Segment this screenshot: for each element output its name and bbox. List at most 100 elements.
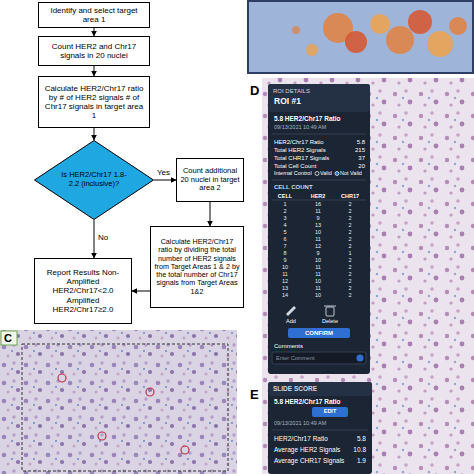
submit-icon xyxy=(357,355,364,362)
tissue-image xyxy=(0,330,237,474)
table-cell: 10 xyxy=(315,279,321,285)
field-name: Internal Control xyxy=(274,171,312,177)
panel-letter: D xyxy=(250,84,259,97)
table-header: HER2 xyxy=(311,194,326,200)
table-cell: 7 xyxy=(283,244,286,250)
table-cell: 16 xyxy=(315,202,321,208)
table-cell: 4 xyxy=(283,223,286,229)
node-text: Calculate HER2/Chr17 ratio by dividing t… xyxy=(154,238,240,296)
flow-arrow xyxy=(132,291,150,292)
field-value: 5.8 xyxy=(357,436,366,443)
separator xyxy=(272,200,366,201)
table-cell: 9 xyxy=(283,258,286,264)
field-value: 215 xyxy=(355,147,365,153)
node-text: Calculate HER2/Chr17 ratio by # of HER2 … xyxy=(42,84,146,121)
flow-arrow xyxy=(94,128,95,140)
table-cell: 11 xyxy=(282,272,288,278)
button-label: EDIT xyxy=(324,409,337,415)
field-value: 1.9 xyxy=(357,458,366,465)
scored-nuclei xyxy=(58,374,189,454)
table-cell: 2 xyxy=(348,286,351,292)
ratio-heading: 5.8 HER2/Chr17 Ratio xyxy=(274,116,340,123)
table-cell: 8 xyxy=(283,251,286,257)
table-cell: 10 xyxy=(282,265,288,271)
score-panel xyxy=(268,382,372,474)
table-cell: 9 xyxy=(316,216,319,222)
confirm-button xyxy=(288,328,350,338)
table-cell: 2 xyxy=(283,209,286,215)
panel-letter: C xyxy=(4,333,12,344)
edit-button xyxy=(312,407,348,417)
table-cell: 11 xyxy=(315,272,321,278)
process-box: Count HER2 and Chr17 signals in 20 nucle… xyxy=(38,36,150,66)
node-text: Identify and select target area 1 xyxy=(42,6,146,24)
heatmap-blobs xyxy=(292,10,467,57)
table-cell: 11 xyxy=(315,265,321,271)
table-header: CHR17 xyxy=(341,194,359,200)
button-label: Add xyxy=(286,319,296,325)
table-cell: 11 xyxy=(315,286,321,292)
timestamp: 09/13/2021 10:49 AM xyxy=(274,125,326,131)
table-cell: 10 xyxy=(315,293,321,299)
table-cell: 1 xyxy=(283,202,286,208)
target-area-frame xyxy=(22,344,228,471)
table-cell: 6 xyxy=(283,237,286,243)
add-icon xyxy=(286,306,296,316)
field-name: Total Cell Count xyxy=(274,163,316,169)
panel-letter: E xyxy=(250,388,259,401)
table-cell: 11 xyxy=(315,209,321,215)
process-box: Calculate HER2/Chr17 ratio by dividing t… xyxy=(150,226,244,308)
table-cell: 5 xyxy=(283,230,286,236)
node-text: Count additional 20 nuclei in target are… xyxy=(180,167,240,193)
field-name: HER2/Chr17 Ratio xyxy=(274,436,328,443)
separator xyxy=(272,180,366,181)
table-cell: 11 xyxy=(315,237,321,243)
table-cell: 2 xyxy=(348,223,351,229)
table-cell: 12 xyxy=(315,244,321,250)
table-cell: 14 xyxy=(282,293,288,299)
table-cell: 10 xyxy=(315,230,321,236)
process-box: Identify and select target area 1 xyxy=(38,2,150,28)
table-cell: 2 xyxy=(348,293,351,299)
field-name: Average CHR17 Signals xyxy=(274,458,344,465)
field-name: HER2/Chr17 Ratio xyxy=(274,139,324,145)
table-cell: 2 xyxy=(348,258,351,264)
radio-button xyxy=(335,172,339,176)
roi-header xyxy=(268,84,370,112)
delete-icon xyxy=(326,307,334,316)
node-text: Count HER2 and Chr17 signals in 20 nucle… xyxy=(42,42,146,60)
table-cell: 2 xyxy=(348,237,351,243)
node-text: Is HER2/Chr17 1.8-2.2 (inclusive)? xyxy=(60,171,128,188)
flow-arrow xyxy=(210,202,211,226)
field-name: Comments xyxy=(274,343,303,349)
table-cell: 12 xyxy=(282,279,288,285)
table-cell: 13 xyxy=(315,223,321,229)
flow-arrow xyxy=(154,180,176,181)
table-cell: 2 xyxy=(348,244,351,250)
process-box: Calculate HER2/Chr17 ratio by # of HER2 … xyxy=(38,76,150,128)
field-name: Average HER2 Signals xyxy=(274,447,340,454)
section-header: CELL COUNT xyxy=(274,184,313,190)
radio-label: Valid xyxy=(320,171,332,177)
field-name: Total CHR17 Signals xyxy=(274,155,329,161)
panel-title: ROI #1 xyxy=(274,97,301,106)
separator xyxy=(272,134,366,135)
field-value: 37 xyxy=(358,155,365,161)
button-label: Delete xyxy=(322,319,338,325)
radio-button xyxy=(315,172,319,176)
heatmap-image xyxy=(248,1,473,73)
flow-arrow xyxy=(94,220,95,258)
input-placeholder: Enter Comment xyxy=(276,356,315,362)
roi-panel xyxy=(268,84,370,374)
table-cell: 1 xyxy=(348,251,351,257)
table-cell: 2 xyxy=(348,209,351,215)
process-box: Count additional 20 nuclei in target are… xyxy=(176,158,244,202)
field-value: 20 xyxy=(358,163,365,169)
tissue-image xyxy=(262,78,474,474)
flow-arrow xyxy=(94,28,95,36)
table-cell: 9 xyxy=(316,251,319,257)
edge-label: Yes xyxy=(157,169,170,177)
button-label: CONFIRM xyxy=(305,330,333,336)
panel-header: SLIDE SCORE xyxy=(273,386,317,393)
